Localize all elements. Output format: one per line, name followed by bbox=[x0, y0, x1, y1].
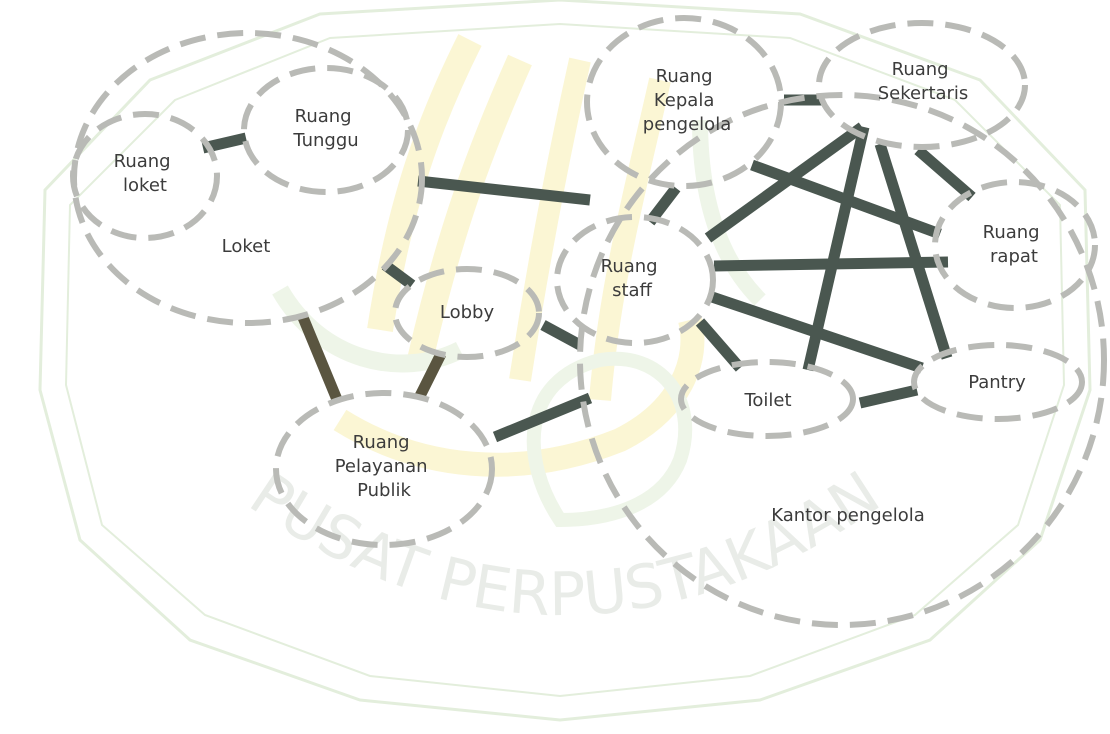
room-label-line: Ruang bbox=[983, 222, 1040, 243]
room-label-line: Pelayanan bbox=[335, 456, 428, 477]
room-label-line: staff bbox=[612, 280, 652, 301]
room-label-line: Tunggu bbox=[292, 130, 358, 151]
room-label-line: pengelola bbox=[643, 114, 731, 135]
room-label-line: Ruang bbox=[656, 66, 713, 87]
room-ruang-tunggu-label: Ruang Tunggu bbox=[292, 106, 358, 151]
connection-staff-toilet bbox=[700, 322, 740, 368]
room-label-line: Ruang bbox=[892, 59, 949, 80]
room-pantry-label: Pantry bbox=[968, 372, 1026, 393]
room-label-line: Ruang bbox=[114, 151, 171, 172]
room-label-line: rapat bbox=[990, 246, 1038, 267]
room-label-line: Ruang bbox=[353, 432, 410, 453]
zone-loket-label: Loket bbox=[222, 236, 271, 257]
connection-sekretaris-rapat bbox=[918, 150, 972, 197]
room-label-line: loket bbox=[123, 175, 167, 196]
room-label-line: Kepala bbox=[654, 90, 714, 111]
room-label-line: Publik bbox=[357, 480, 411, 501]
room-ruang-rapat-label: Ruang rapat bbox=[983, 222, 1046, 267]
connection-toilet-pantry bbox=[860, 390, 917, 403]
watermark: PUSAT PERPUSTAKAAN bbox=[40, 0, 1090, 720]
room-ruang-rapat-bubble bbox=[935, 182, 1095, 308]
room-label-line: Sekertaris bbox=[878, 83, 969, 104]
room-ruang-loket-label: Ruang loket bbox=[114, 151, 177, 196]
room-toilet-label: Toilet bbox=[743, 390, 791, 411]
room-ruang-kepala-pengelola-label: Ruang Kepala pengelola bbox=[643, 66, 731, 135]
room-lobby-label: Lobby bbox=[440, 302, 495, 323]
watermark-arc-text: PUSAT PERPUSTAKAAN bbox=[238, 458, 892, 630]
zone-kantor-pengelola-label: Kantor pengelola bbox=[771, 505, 925, 526]
connection-staff-rapat bbox=[880, 144, 947, 358]
room-label-line: Ruang bbox=[601, 256, 658, 277]
room-label-line: Ruang bbox=[295, 106, 352, 127]
connection-lobby-staff bbox=[543, 325, 580, 345]
room-ruang-sekertaris-label: Ruang Sekertaris bbox=[878, 59, 969, 104]
